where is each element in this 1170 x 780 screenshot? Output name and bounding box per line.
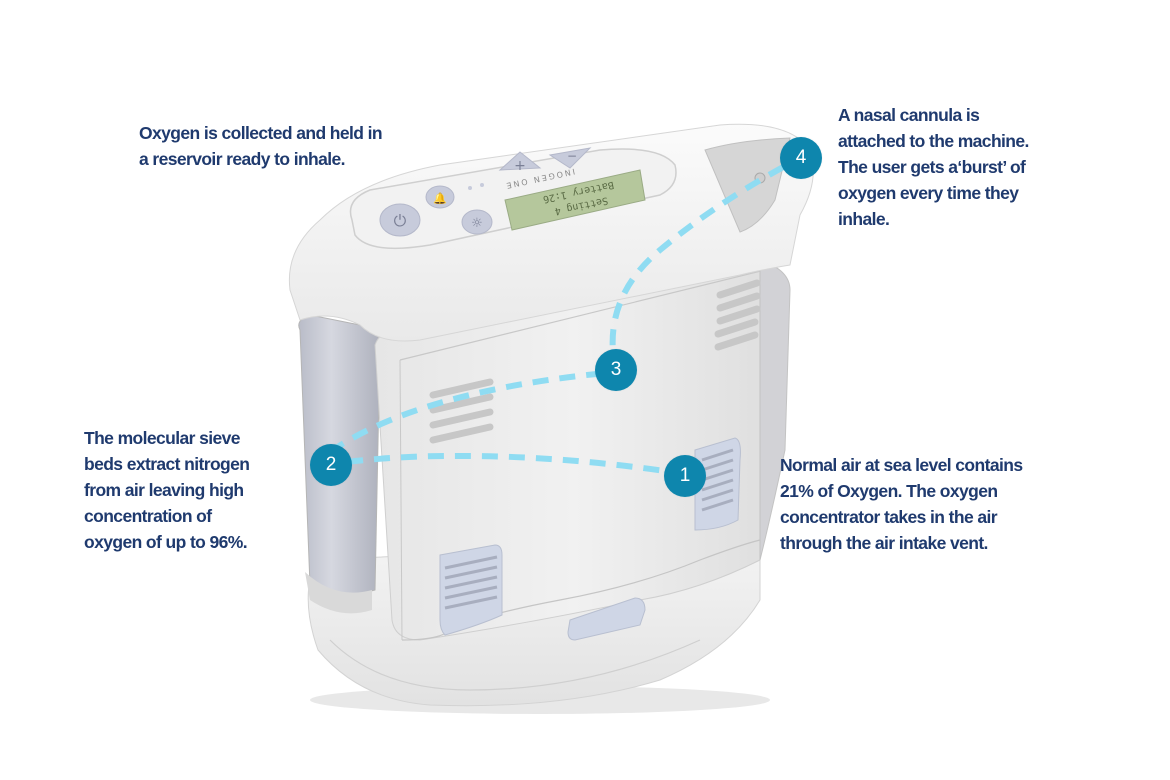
plus-button	[498, 151, 542, 171]
step-badge-4: 4	[780, 137, 822, 179]
step-3-caption: Oxygen is collected and held in a reserv…	[139, 123, 383, 169]
svg-text:+: +	[514, 158, 526, 174]
handle-recess	[567, 597, 646, 641]
step-4-caption: A nasal cannula is attached to the machi…	[838, 105, 1029, 229]
step-1-caption: Normal air at sea level contains 21% of …	[780, 455, 1023, 553]
air-intake-vent	[694, 437, 741, 531]
svg-text:−: −	[567, 149, 577, 163]
svg-text:⏻: ⏻	[394, 211, 407, 230]
step-badge-3: 3	[595, 349, 637, 391]
step-badge-2: 2	[310, 444, 352, 486]
upper-left-vent	[429, 378, 494, 444]
minus-button	[548, 147, 592, 169]
alarm-button	[425, 185, 455, 209]
right-side	[759, 259, 791, 561]
svg-text:☼: ☼	[471, 216, 483, 231]
step-2-caption: The molecular sieve beds extract nitroge…	[84, 428, 250, 552]
light-button	[461, 209, 493, 235]
lcd-display	[504, 169, 646, 231]
step-badge-1: 1	[664, 455, 706, 497]
lower-left-vent	[439, 544, 503, 636]
svg-text:🔔: 🔔	[433, 192, 447, 205]
upper-right-vent	[714, 279, 761, 351]
oxygen-flow-path	[328, 155, 802, 477]
power-button	[379, 203, 421, 237]
